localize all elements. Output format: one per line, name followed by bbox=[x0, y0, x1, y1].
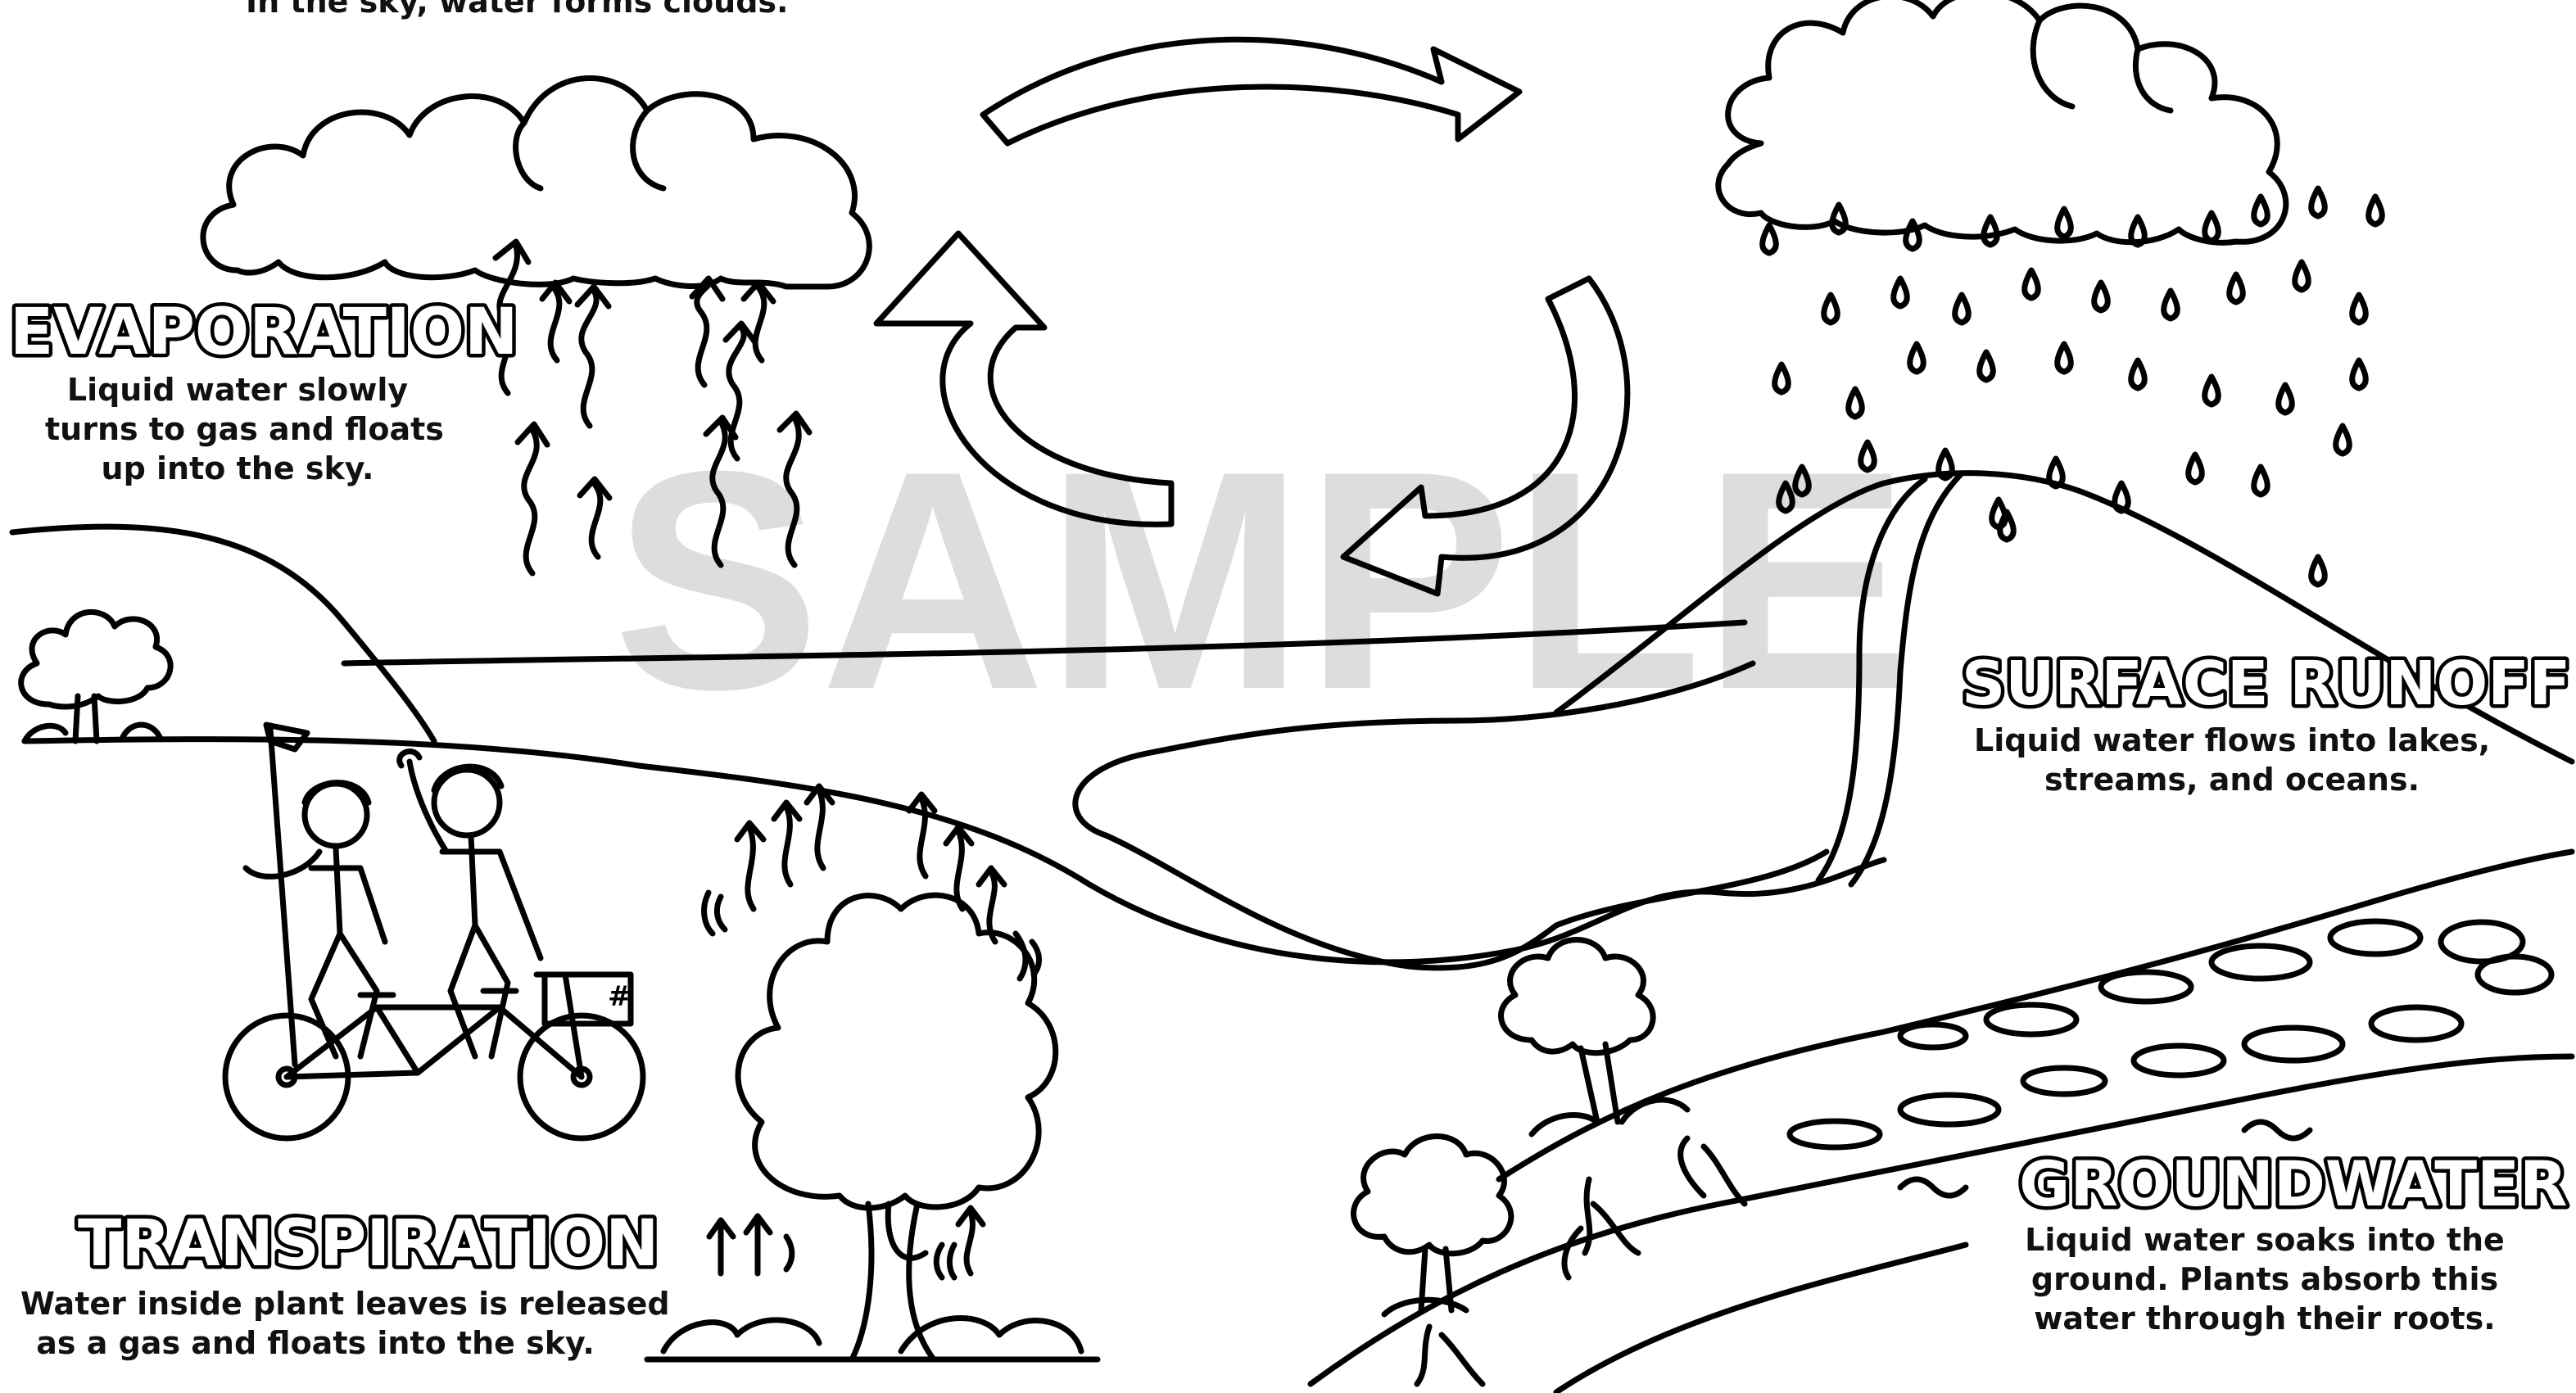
groundwater-heading: GROUNDWATER bbox=[2019, 1147, 2568, 1220]
raindrop-icon bbox=[2279, 385, 2293, 413]
raindrop-icon bbox=[2000, 512, 2014, 540]
river-bank-far bbox=[1556, 1245, 1966, 1392]
raindrop-icon bbox=[2205, 213, 2219, 241]
condensation-desc-line-1: In the sky, water forms clouds. bbox=[246, 0, 754, 21]
raindrop-icon bbox=[2205, 377, 2219, 405]
evaporation-description: Liquid water slowly turns to gas and flo… bbox=[45, 370, 430, 488]
surface-runoff-desc-line-2: streams, and oceans. bbox=[1974, 760, 2490, 799]
raindrop-icon bbox=[1763, 225, 1777, 253]
basket-symbol: # bbox=[608, 980, 632, 1013]
raindrop-icon bbox=[1984, 217, 1998, 245]
evaporation-desc-line-1: Liquid water slowly bbox=[45, 370, 430, 409]
raindrop-icon bbox=[2352, 295, 2366, 323]
raindrop-icon bbox=[2369, 197, 2383, 224]
raindrop-icon bbox=[1832, 205, 1846, 233]
bottom-tree-icon bbox=[1354, 1137, 1511, 1385]
transpiration-desc-line-2: as a gas and floats into the sky. bbox=[20, 1323, 610, 1363]
evaporation-heading: EVAPORATION bbox=[10, 296, 518, 369]
raindrop-icon bbox=[1824, 295, 1838, 323]
small-tree-left-icon bbox=[21, 612, 170, 741]
raindrop-icon bbox=[2336, 426, 2350, 454]
cycle-arrow-top-icon bbox=[983, 39, 1519, 143]
raindrop-icon bbox=[2189, 455, 2203, 482]
raindrop-icon bbox=[1906, 221, 1920, 249]
raindrop-icon bbox=[2311, 188, 2325, 216]
raindrop-icon bbox=[2311, 557, 2325, 585]
raindrop-icon bbox=[2352, 360, 2366, 388]
big-tree-icon bbox=[647, 895, 1098, 1359]
raindrop-icon bbox=[1980, 352, 1994, 380]
river-tree-icon bbox=[1501, 940, 1687, 1278]
raindrop-icon bbox=[2254, 467, 2268, 495]
raindrop-icon bbox=[2025, 270, 2039, 298]
raindrop-icon bbox=[1894, 278, 1908, 306]
raindrop-icon bbox=[2058, 344, 2071, 372]
transpiration-heading: TRANSPIRATION bbox=[78, 1207, 659, 1281]
sample-watermark: SAMPLE bbox=[613, 406, 1909, 754]
groundwater-description: Liquid water soaks into the ground. Plan… bbox=[2023, 1220, 2506, 1338]
foreground-ground-line bbox=[25, 739, 1884, 962]
transpiration-desc-line-1: Water inside plant leaves is released bbox=[20, 1284, 610, 1323]
condensation-cloud-icon bbox=[203, 78, 869, 287]
groundwater-desc-line-2: ground. Plants absorb this bbox=[2023, 1260, 2506, 1299]
evaporation-desc-line-3: up into the sky. bbox=[45, 449, 430, 488]
raindrop-icon bbox=[2131, 360, 2145, 388]
groundwater-desc-line-3: water through their roots. bbox=[2023, 1299, 2506, 1338]
raindrop-icon bbox=[2058, 209, 2071, 237]
tandem-bicycle-icon bbox=[225, 725, 643, 1138]
groundwater-desc-line-1: Liquid water soaks into the bbox=[2023, 1220, 2506, 1260]
surface-runoff-desc-line-1: Liquid water flows into lakes, bbox=[1974, 721, 2490, 760]
raindrop-icon bbox=[2254, 197, 2268, 224]
rain-cloud-icon bbox=[1718, 0, 2286, 242]
raindrop-icon bbox=[2164, 291, 2178, 319]
surface-runoff-description: Liquid water flows into lakes, streams, … bbox=[1974, 721, 2490, 799]
raindrop-icon bbox=[2094, 283, 2108, 310]
condensation-description: In the sky, water forms clouds. bbox=[246, 0, 754, 21]
evaporation-desc-line-2: turns to gas and floats bbox=[45, 409, 430, 449]
transpiration-description: Water inside plant leaves is released as… bbox=[20, 1284, 610, 1363]
raindrop-icon bbox=[1955, 295, 1969, 323]
roots-icon bbox=[1681, 1138, 1745, 1204]
surface-runoff-heading: SURFACE RUNOFF bbox=[1962, 649, 2570, 719]
raindrop-icon bbox=[1910, 344, 1924, 372]
raindrop-icon bbox=[2230, 274, 2243, 302]
transpiration-arrows-icon bbox=[704, 786, 1039, 1278]
raindrop-icon bbox=[2295, 262, 2309, 290]
raindrop-icon bbox=[1775, 364, 1789, 392]
